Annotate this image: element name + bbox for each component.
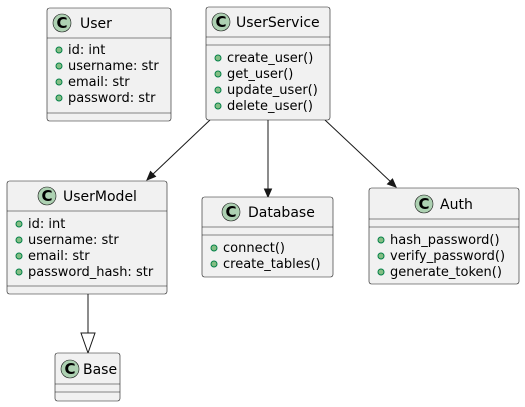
- class-badge-letter: C: [215, 13, 226, 31]
- class-name: Base: [83, 362, 117, 378]
- public-visibility-icon: [377, 252, 385, 260]
- class-attribute: email: str: [28, 249, 90, 264]
- class-badge-letter: C: [418, 195, 429, 213]
- class-database: C Database connect() create_tables(): [201, 196, 334, 278]
- public-visibility-icon: [55, 46, 63, 54]
- class-method: create_tables(): [223, 257, 321, 272]
- class-name: UserService: [236, 15, 320, 31]
- class-badge-icon: [211, 12, 231, 32]
- class-attribute: username: str: [28, 233, 119, 248]
- public-visibility-icon: [214, 70, 222, 78]
- arrowhead-usermodel: [146, 170, 157, 181]
- public-visibility-icon: [214, 54, 222, 62]
- relation-userservice-usermodel: [150, 119, 211, 177]
- class-method: verify_password(): [390, 249, 505, 264]
- class-attribute: email: str: [68, 75, 130, 90]
- class-auth: C Auth hash_password() verify_password()…: [368, 187, 520, 285]
- class-badge-letter: C: [225, 203, 236, 221]
- class-method: generate_token(): [390, 265, 502, 280]
- class-method: get_user(): [227, 67, 293, 82]
- class-usermodel: C UserModel id: int username: str email:…: [6, 180, 168, 295]
- public-visibility-icon: [15, 220, 23, 228]
- arrowhead-database: [263, 188, 273, 199]
- class-name: Database: [248, 205, 315, 221]
- class-badge-icon: [52, 13, 72, 33]
- class-box: [46, 7, 172, 122]
- public-visibility-icon: [214, 86, 222, 94]
- class-box: [205, 6, 331, 121]
- class-badge-icon: [414, 194, 434, 214]
- class-method: delete_user(): [227, 99, 313, 114]
- inheritance-triangle-base: [80, 332, 96, 355]
- class-base: C Base: [54, 352, 121, 402]
- public-visibility-icon: [15, 236, 23, 244]
- class-attribute: id: int: [68, 43, 105, 58]
- class-badge-letter: C: [56, 14, 67, 32]
- class-attribute: password: str: [68, 91, 156, 106]
- class-name: User: [80, 16, 112, 32]
- class-attribute: password_hash: str: [28, 265, 154, 280]
- class-name: UserModel: [63, 189, 137, 205]
- class-box: [368, 187, 520, 285]
- public-visibility-icon: [377, 236, 385, 244]
- public-visibility-icon: [15, 268, 23, 276]
- public-visibility-icon: [55, 94, 63, 102]
- relation-userservice-auth: [324, 119, 393, 184]
- relations: [80, 119, 397, 355]
- class-badge-icon: [221, 202, 241, 222]
- class-method: hash_password(): [390, 233, 500, 248]
- class-method: connect(): [223, 241, 285, 256]
- class-box: [6, 180, 168, 295]
- class-name: Auth: [440, 197, 473, 213]
- public-visibility-icon: [55, 62, 63, 70]
- class-method: create_user(): [227, 51, 313, 66]
- public-visibility-icon: [377, 268, 385, 276]
- class-badge-icon: [37, 186, 57, 206]
- class-attribute: username: str: [68, 59, 159, 74]
- public-visibility-icon: [214, 102, 222, 110]
- class-attribute: id: int: [28, 217, 65, 232]
- public-visibility-icon: [210, 244, 218, 252]
- class-user: C User id: int username: str email: str …: [46, 7, 172, 122]
- class-badge-letter: C: [41, 187, 52, 205]
- public-visibility-icon: [55, 78, 63, 86]
- class-badge-icon: [60, 359, 80, 379]
- class-badge-letter: C: [64, 360, 75, 378]
- arrowhead-auth: [386, 178, 397, 188]
- public-visibility-icon: [15, 252, 23, 260]
- public-visibility-icon: [210, 260, 218, 268]
- class-userservice: C UserService create_user() get_user() u…: [205, 6, 331, 121]
- class-method: update_user(): [227, 83, 318, 98]
